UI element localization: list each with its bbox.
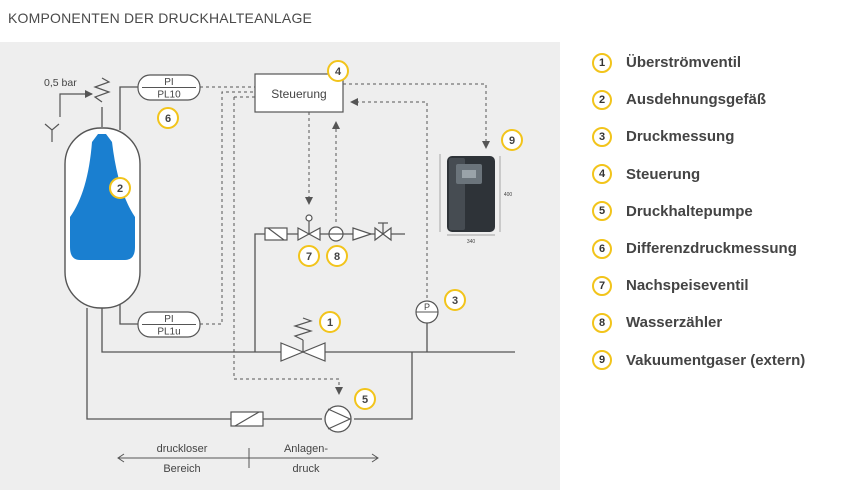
gauge-bottom: PI PL1u (137, 311, 201, 338)
legend-number: 7 (592, 275, 612, 296)
zone-left-line1: druckloser (157, 443, 208, 455)
gauge-top: PI PL10 (137, 74, 201, 101)
suction-filter (230, 411, 264, 427)
device-dim-width: 340 (467, 239, 476, 245)
legend-number: 8 (592, 312, 612, 333)
controller-label: Steuerung (271, 87, 326, 101)
legend-label: Nachspeiseventil (626, 277, 749, 295)
pressure-pump (324, 405, 352, 433)
device-dim-height: 400 (504, 192, 513, 198)
marker-1: 1 (319, 311, 341, 333)
zone-divider (117, 448, 379, 468)
legend-label: Ausdehnungsgefäß (626, 91, 767, 109)
svg-text:7: 7 (306, 251, 312, 263)
legend-item: 6 Differenzdruckmessung (592, 230, 842, 267)
legend-number: 5 (592, 201, 612, 222)
marker-6: 6 (157, 107, 179, 129)
legend: 1 Überströmventil 2 Ausdehnungsgefäß 3 D… (592, 44, 842, 379)
legend-item: 1 Überströmventil (592, 44, 842, 81)
legend-label: Druckmessung (626, 128, 735, 146)
pressure-sensor-label: P (424, 302, 430, 312)
svg-text:5: 5 (362, 394, 368, 406)
svg-text:8: 8 (334, 251, 340, 263)
legend-item: 8 Wasserzähler (592, 304, 842, 341)
svg-text:9: 9 (509, 135, 515, 147)
legend-number: 9 (592, 350, 612, 371)
degasser-device (439, 154, 501, 236)
main-pipe (101, 308, 515, 353)
pump-discharge-pipe (354, 352, 413, 420)
controller-box (254, 73, 344, 113)
page-title: KOMPONENTEN DER DRUCKHALTEANLAGE (8, 10, 313, 26)
legend-number: 1 (592, 52, 612, 73)
legend-label: Überströmventil (626, 54, 742, 72)
zone-left-line2: Bereich (163, 463, 200, 475)
marker-5: 5 (354, 388, 376, 410)
refill-valve-actuator (305, 214, 313, 222)
legend-number: 4 (592, 164, 612, 185)
legend-number: 2 (592, 89, 612, 110)
marker-4: 4 (327, 60, 349, 82)
gauge-bottom-connection (119, 300, 138, 325)
svg-text:6: 6 (165, 113, 171, 125)
signal-lines (200, 83, 490, 395)
marker-9: 9 (501, 129, 523, 151)
legend-label: Steuerung (626, 165, 701, 183)
svg-text:2: 2 (117, 183, 123, 195)
refill-riser (254, 233, 265, 352)
svg-text:1: 1 (327, 317, 333, 329)
gauge-top-line2: PL10 (157, 90, 181, 101)
expansion-vessel (64, 127, 141, 309)
legend-item: 5 Druckhaltepumpe (592, 193, 842, 230)
gauge-top-line1: PI (164, 77, 173, 88)
zone-right-line1: Anlagen- (284, 443, 328, 455)
legend-label: Wasserzähler (626, 314, 723, 332)
marker-2: 2 (109, 177, 131, 199)
gauge-bottom-line1: PI (164, 314, 173, 325)
legend-label: Druckhaltepumpe (626, 202, 753, 220)
marker-7: 7 (298, 245, 320, 267)
zone-right-line2: druck (293, 463, 320, 475)
check-valve-1 (352, 227, 373, 241)
svg-text:4: 4 (335, 66, 342, 78)
svg-text:3: 3 (452, 295, 458, 307)
refill-components (264, 214, 392, 242)
legend-number: 6 (592, 238, 612, 259)
schematic-diagram: 0,5 bar PI PL10 PI PL1u Steuerung (44, 60, 523, 475)
overflow-valve (280, 317, 326, 362)
safety-valve (44, 77, 111, 142)
pressure-setting-label: 0,5 bar (44, 77, 77, 89)
marker-8: 8 (326, 245, 348, 267)
legend-item: 4 Steuerung (592, 156, 842, 193)
gauge-top-connection (119, 86, 138, 130)
legend-number: 3 (592, 126, 612, 147)
legend-item: 2 Ausdehnungsgefäß (592, 81, 842, 118)
legend-item: 9 Vakuumentgaser (extern) (592, 342, 842, 379)
legend-label: Vakuumentgaser (extern) (626, 351, 806, 369)
legend-item: 3 Druckmessung (592, 118, 842, 155)
marker-3: 3 (444, 289, 466, 311)
gauge-bottom-line2: PL1u (157, 327, 180, 338)
legend-item: 7 Nachspeiseventil (592, 267, 842, 304)
legend-label: Differenzdruckmessung (626, 240, 797, 258)
